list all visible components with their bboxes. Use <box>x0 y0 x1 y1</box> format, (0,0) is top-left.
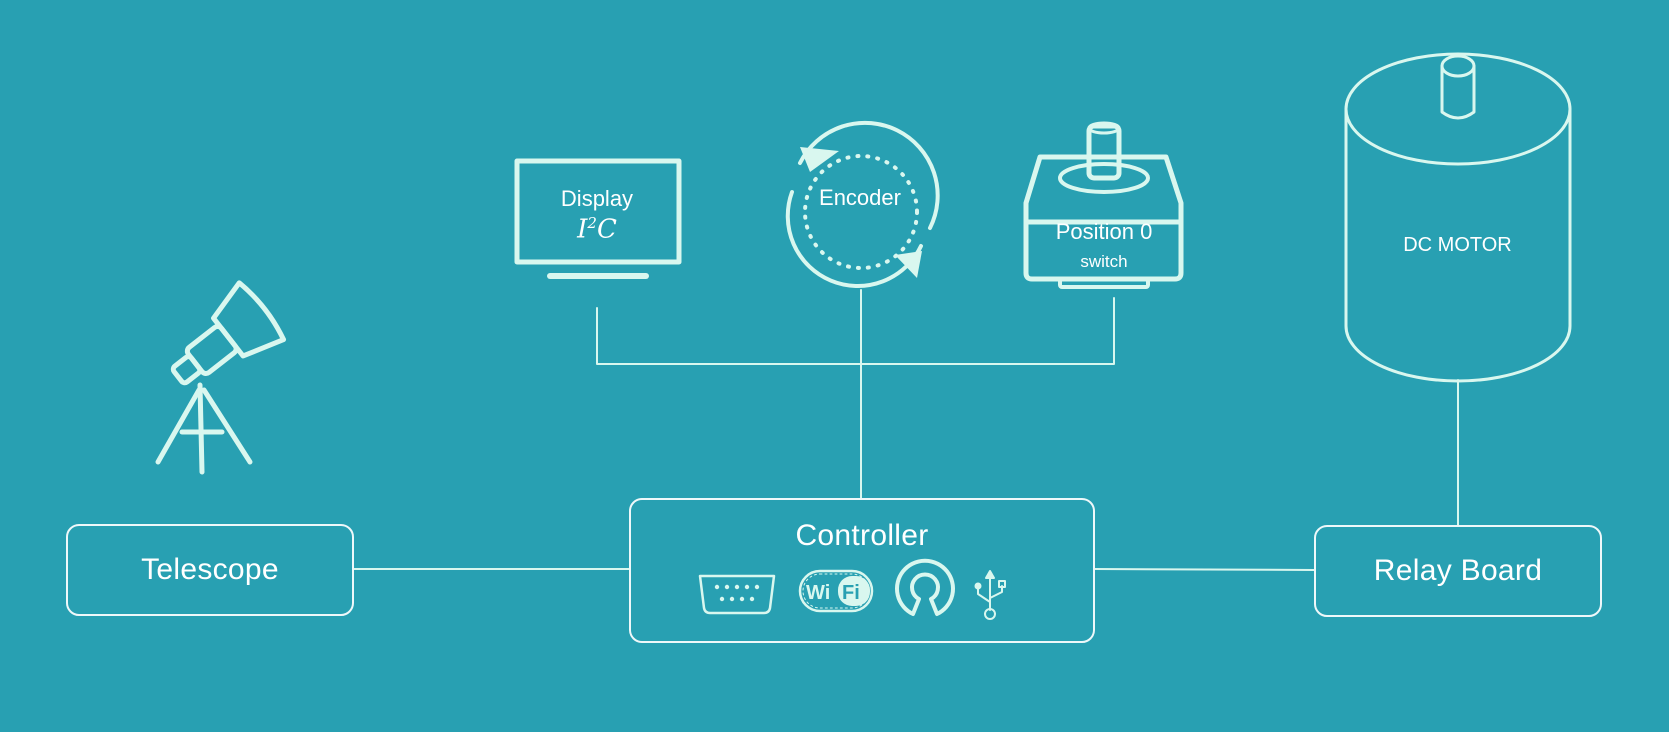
dc-motor-label: DC MOTOR <box>1403 234 1512 256</box>
encoder-label: Encoder <box>819 185 901 210</box>
open-hardware-icon <box>895 558 955 616</box>
controller-label: Controller <box>795 519 929 552</box>
wifi-icon: Wi Fi <box>798 569 874 613</box>
i2c-suffix: C <box>596 214 617 245</box>
display-label: Display <box>560 186 634 211</box>
position-label: Position 0 <box>1055 219 1153 244</box>
switch-label: switch <box>1080 252 1128 271</box>
monitor-icon <box>514 158 682 279</box>
motor-cylinder-icon <box>1344 52 1572 383</box>
i2c-base: I <box>577 214 588 245</box>
relay-board-box: Relay Board <box>1314 525 1602 617</box>
svg-text:Fi: Fi <box>842 582 860 604</box>
connectors <box>353 289 1459 571</box>
i2c-label: I2C <box>517 214 677 245</box>
controller-to-relay-line <box>1094 568 1315 571</box>
relay-board-label: Relay Board <box>1373 554 1543 587</box>
telescope-label: Telescope <box>141 553 279 586</box>
telescope-box: Telescope <box>66 524 354 616</box>
bus-line <box>596 297 1115 365</box>
telescope-icon <box>155 280 287 475</box>
usb-icon <box>974 570 1006 620</box>
controller-box: Controller <box>629 498 1095 643</box>
i2c-exponent: 2 <box>587 214 597 232</box>
encoder-rotation-icon <box>785 120 940 288</box>
stepper-switch-icon <box>1023 121 1184 289</box>
svg-text:Wi: Wi <box>806 582 830 604</box>
serial-port-icon <box>698 574 776 615</box>
